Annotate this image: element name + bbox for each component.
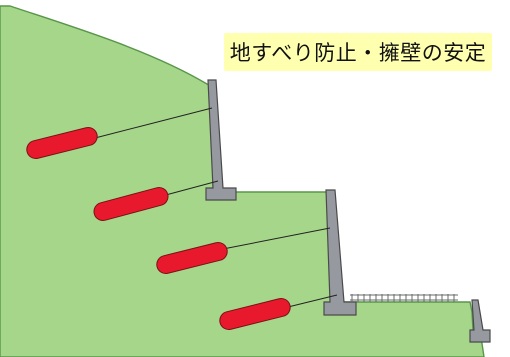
anchor-tendon-3 <box>222 227 331 250</box>
retaining-wall-lower <box>469 299 491 343</box>
retaining-wall-middle <box>323 189 357 316</box>
anchor-1 <box>26 126 98 160</box>
anchor-tendon-1 <box>94 107 213 139</box>
fence <box>350 294 458 302</box>
anchor-2 <box>93 186 169 222</box>
anchor-4 <box>219 297 291 331</box>
title-banner: 地すべり防止・擁壁の安定 <box>224 33 492 71</box>
anchor-tendon-2 <box>161 180 219 197</box>
anchor-3 <box>156 241 228 275</box>
slope-ground <box>0 5 485 357</box>
diagram-title: 地すべり防止・擁壁の安定 <box>229 41 487 65</box>
anchor-tendon-4 <box>287 294 338 308</box>
retaining-wall-upper <box>205 79 237 201</box>
